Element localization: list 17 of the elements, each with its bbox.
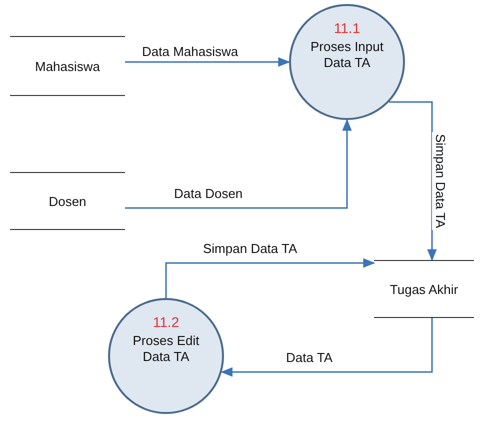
arrow: [165, 258, 376, 298]
data-store: [10, 172, 125, 230]
data-store: [374, 260, 474, 318]
store-label: Mahasiswa: [34, 58, 100, 74]
edge-label: Simpan Data TA: [201, 241, 300, 257]
store-label: Dosen: [48, 194, 86, 208]
data-store: [10, 36, 125, 96]
process-number: 11.2: [152, 314, 180, 330]
arrow: [125, 118, 352, 209]
process-label: Proses Input Data TA: [310, 39, 384, 70]
arrow: [220, 318, 433, 377]
arrow: [389, 101, 437, 262]
store-label: Tugas Akhir: [390, 282, 458, 296]
process-label: Proses Edit Data TA: [132, 333, 200, 364]
edge-label: Simpan Data TA: [432, 132, 448, 230]
process-number: 11.1: [334, 20, 360, 36]
arrow: [125, 57, 290, 67]
